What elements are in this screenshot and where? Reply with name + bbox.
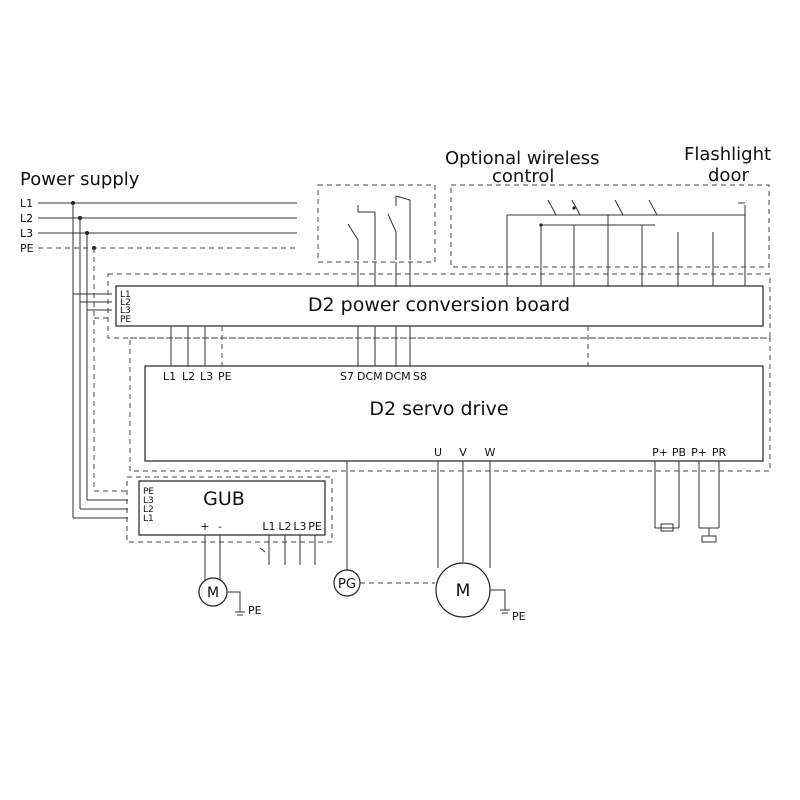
gub-output-pe: PE: [308, 520, 322, 533]
flashlight-title-line2: door: [708, 165, 749, 186]
encoder-pg-label: PG: [338, 577, 356, 592]
servo-enclosure: [129, 337, 771, 472]
wireless-enclosure: [450, 184, 770, 268]
door-switch-contacts: [347, 195, 411, 260]
wireless-title-line1: Optional wireless: [445, 148, 599, 169]
gub-enclosure: [126, 476, 333, 543]
servo-motor-earth: [490, 589, 510, 614]
servo-terminal-l3: L3: [200, 370, 213, 383]
flashlight-title-line1: Flashlight: [684, 144, 771, 165]
power-supply-title: Power supply: [20, 169, 140, 190]
gub-output-l3: L3: [293, 520, 306, 533]
servo-drive-title: D2 servo drive: [369, 398, 508, 420]
wireless-contacts: [506, 199, 746, 262]
gub-title: GUB: [203, 488, 245, 510]
servo-motor-label: M: [456, 581, 471, 601]
servo-motor-wires: [437, 461, 491, 568]
servo-terminal-dcm-2: DCM: [385, 370, 411, 383]
servo-terminal-v: V: [459, 446, 467, 459]
brake-coil: [698, 461, 720, 543]
conversion-board-title: D2 power conversion board: [308, 294, 570, 316]
servo-terminal-pb: PB: [672, 446, 686, 459]
servo-terminal-dcm-1: DCM: [357, 370, 383, 383]
servo-terminal-pr: PR: [712, 446, 727, 459]
gub-board: [138, 480, 326, 536]
gub-motor-wires: [204, 535, 221, 585]
switch-enclosure: [317, 184, 436, 263]
servo-terminal-u: U: [434, 446, 442, 459]
servo-terminal-s8: S8: [413, 370, 427, 383]
conversion-input-l2: L2: [120, 298, 131, 308]
gub-motor-earth-label: PE: [248, 604, 262, 617]
servo-terminal-l1: L1: [163, 370, 176, 383]
brake-resistor: [654, 461, 680, 532]
conversion-to-servo-wires: [170, 326, 589, 366]
gub-motor-label: M: [207, 585, 219, 601]
supply-label-l3: L3: [20, 227, 33, 240]
gub-output-wires: [259, 535, 316, 565]
supply-label-l2: L2: [20, 212, 33, 225]
gub-output-l2: L2: [278, 520, 291, 533]
gub-input-pe: PE: [143, 487, 154, 497]
servo-drive: [144, 365, 764, 462]
gub-motor-earth: [227, 591, 245, 616]
servo-terminal-l2: L2: [182, 370, 195, 383]
servo-terminal-p-plus-2: P+: [691, 446, 707, 459]
servo-motor-earth-label: PE: [512, 610, 526, 623]
connector-stubs: [357, 262, 746, 286]
conversion-input-l3: L3: [120, 306, 131, 316]
wireless-title-line2: control: [492, 166, 554, 187]
gub-dc-plus: +: [200, 520, 209, 533]
gub-output-l1: L1: [262, 520, 275, 533]
supply-taps: [71, 201, 128, 519]
supply-label-pe: PE: [20, 242, 34, 255]
gub-dc-minus: -: [218, 520, 222, 533]
conversion-input-l1: L1: [120, 290, 131, 300]
gub-input-l3: L3: [143, 496, 154, 506]
conversion-input-pe: PE: [120, 315, 131, 325]
servo-terminal-w: W: [485, 446, 496, 459]
supply-label-l1: L1: [20, 197, 33, 210]
gub-input-l2: L2: [143, 505, 154, 515]
gub-input-l1: L1: [143, 514, 154, 524]
servo-terminal-s7: S7: [340, 370, 354, 383]
servo-terminal-p-plus-1: P+: [652, 446, 668, 459]
servo-terminal-pe: PE: [218, 370, 232, 383]
conversion-board: [115, 285, 764, 327]
